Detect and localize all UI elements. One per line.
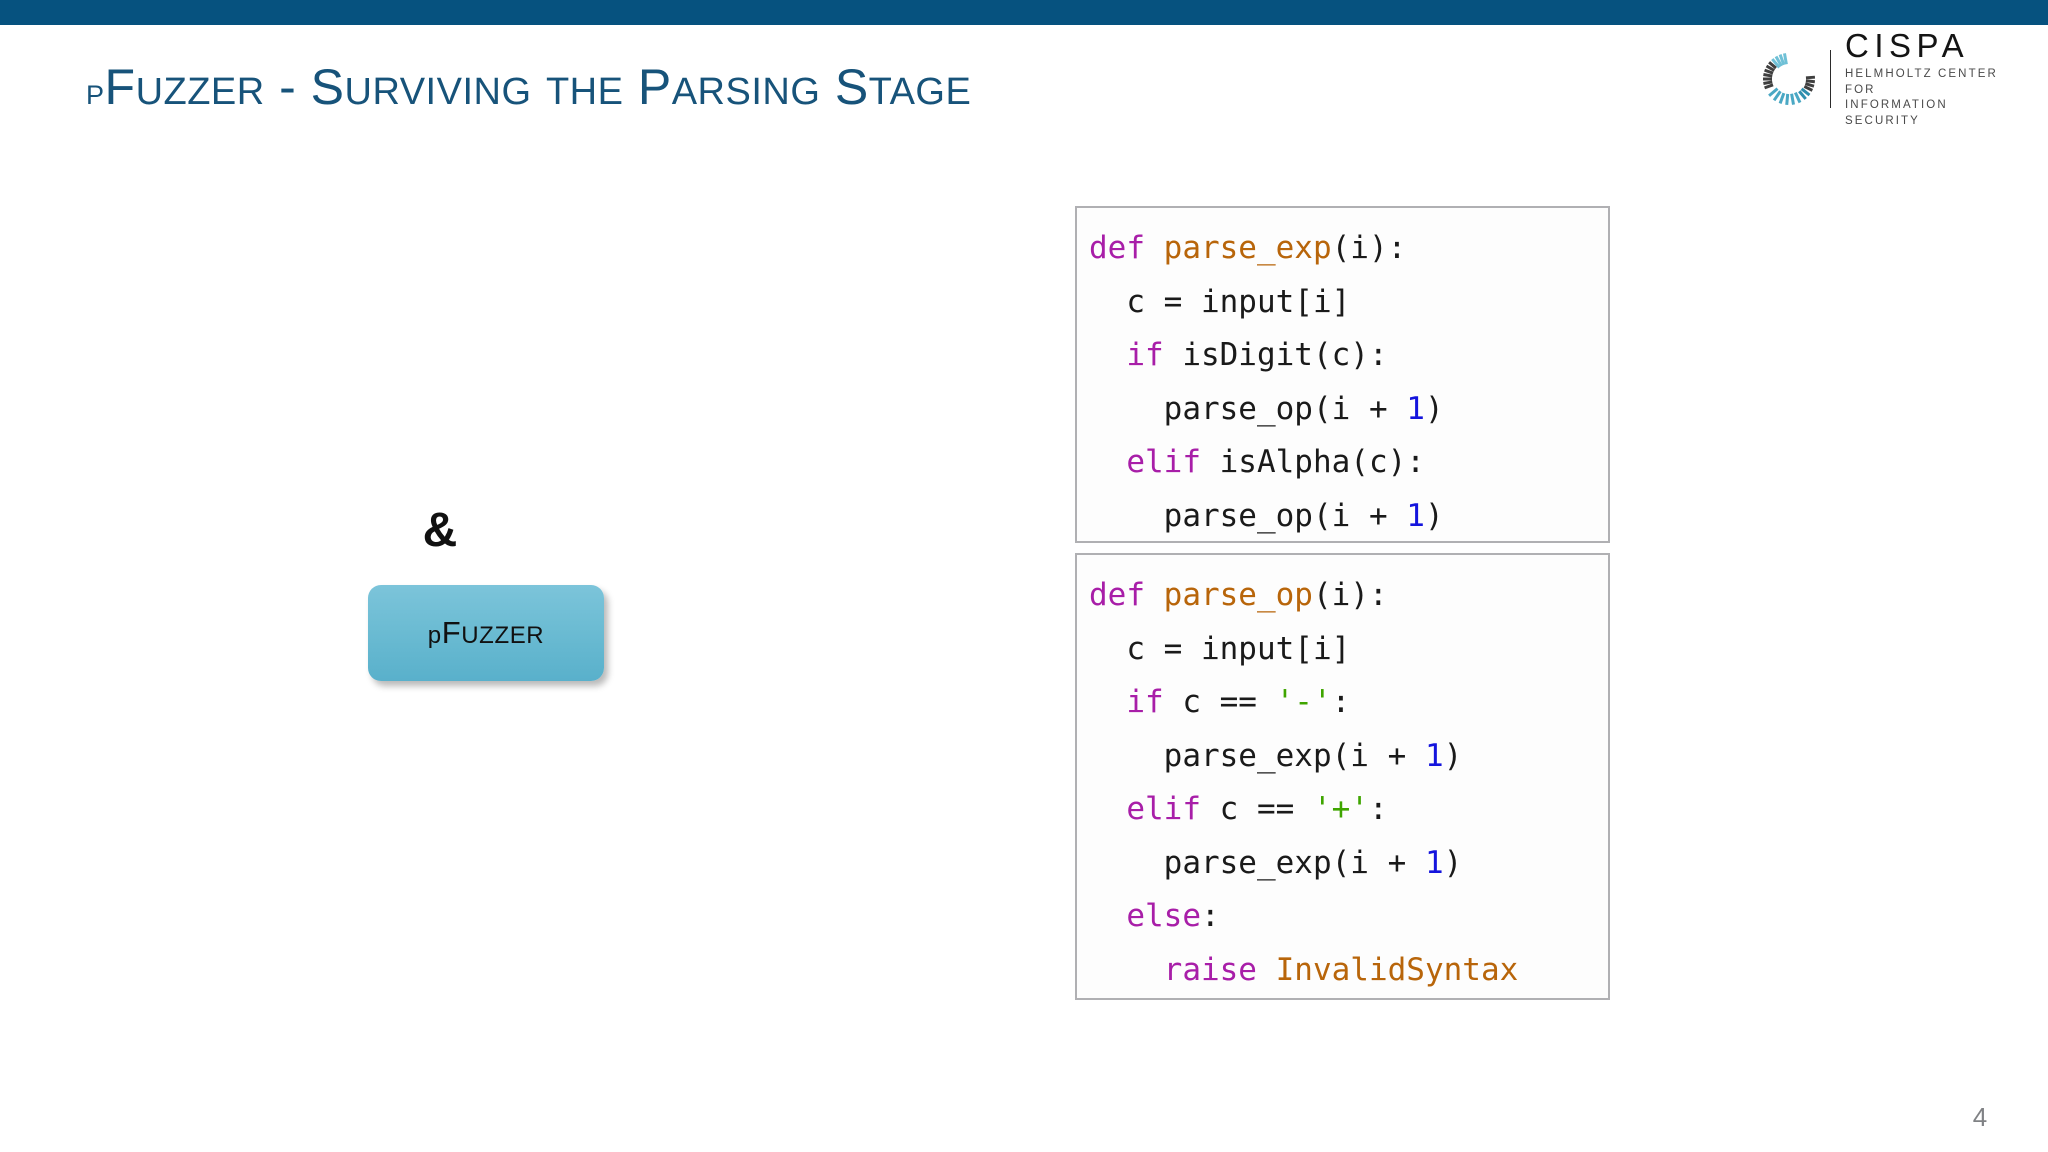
code-token-plain: (i): bbox=[1312, 577, 1388, 613]
code-token-plain bbox=[1089, 791, 1126, 827]
code-token-plain: parse_op(i + bbox=[1089, 390, 1407, 427]
code-block-parse-op: def parse_op(i): c = input[i] if c == '-… bbox=[1075, 553, 1610, 1000]
code-token-str: '+' bbox=[1312, 791, 1369, 827]
logo-text-group: CISPA HELMHOLTZ CENTER FOR INFORMATION S… bbox=[1845, 26, 2020, 130]
title-segment-4: S bbox=[310, 59, 345, 115]
title-segment-5: URVIVING bbox=[344, 71, 532, 113]
code-token-str: '-' bbox=[1275, 684, 1332, 720]
code-token-plain: (i): bbox=[1331, 230, 1407, 266]
code-token-plain: parse_exp(i + bbox=[1089, 737, 1425, 774]
code-token-kw: elif bbox=[1126, 444, 1201, 480]
code-token-kw: else bbox=[1126, 898, 1201, 934]
code-line: def parse_exp(i): bbox=[1077, 222, 1608, 276]
code-line: raise InvalidSyntax bbox=[1077, 944, 1608, 998]
code-token-plain: parse_exp(i + bbox=[1089, 844, 1425, 881]
code-token-kw: def bbox=[1089, 230, 1164, 266]
logo-subtitle-line2: INFORMATION SECURITY bbox=[1845, 99, 1948, 127]
title-segment-13: TAGE bbox=[868, 71, 972, 113]
code-token-plain: ) bbox=[1443, 844, 1463, 881]
code-token-num: 1 bbox=[1424, 844, 1444, 881]
code-token-kw: if bbox=[1126, 337, 1164, 373]
code-token-plain: c == bbox=[1200, 791, 1313, 827]
title-segment-0: p bbox=[86, 71, 105, 113]
title-segment-7: THE bbox=[545, 71, 624, 113]
title-segment-2: UZZER bbox=[135, 71, 265, 113]
code-token-kw: raise bbox=[1163, 951, 1276, 988]
logo-subtitle-line1: HELMHOLTZ CENTER FOR bbox=[1845, 68, 1998, 96]
title-segment-6 bbox=[532, 59, 546, 115]
title-segment-11 bbox=[820, 59, 834, 115]
code-token-plain: ) bbox=[1424, 497, 1444, 534]
code-line: if c == '-': bbox=[1077, 676, 1608, 730]
code-line: parse_op(i + 1) bbox=[1077, 383, 1608, 437]
ampersand-connector: & bbox=[422, 504, 458, 557]
title-segment-0: p bbox=[427, 622, 442, 649]
code-line: if isDigit(c): bbox=[1077, 329, 1608, 383]
pfuzzer-node-label: pFUZZER bbox=[428, 615, 545, 651]
code-line: parse_op(i + 1) bbox=[1077, 490, 1608, 544]
code-line: def parse_op(i): bbox=[1077, 569, 1608, 623]
code-block-parse-exp: def parse_exp(i): c = input[i] if isDigi… bbox=[1075, 206, 1610, 543]
title-segment-12: S bbox=[834, 59, 869, 115]
page-number: 4 bbox=[1972, 1102, 1988, 1132]
title-segment-1: F bbox=[441, 615, 462, 650]
code-token-fn: parse_op bbox=[1163, 577, 1313, 613]
code-token-plain: parse_op(i + bbox=[1089, 497, 1407, 534]
code-token-kw: def bbox=[1089, 577, 1164, 613]
code-token-kw: if bbox=[1126, 684, 1164, 720]
code-token-num: 1 bbox=[1406, 390, 1425, 427]
title-segment-2: UZZER bbox=[461, 622, 545, 649]
code-line: elif isAlpha(c): bbox=[1077, 436, 1608, 490]
code-token-num: 1 bbox=[1424, 737, 1444, 774]
code-token-exc: InvalidSyntax bbox=[1275, 951, 1519, 988]
top-accent-bar bbox=[0, 0, 2048, 25]
code-token-plain: isDigit(c): bbox=[1163, 337, 1388, 373]
code-token-plain bbox=[1089, 337, 1126, 373]
code-token-num: 1 bbox=[1406, 497, 1425, 534]
code-token-fn: parse_exp bbox=[1163, 230, 1332, 266]
code-token-plain bbox=[1089, 898, 1126, 934]
logo-wordmark: CISPA bbox=[1845, 26, 1970, 64]
title-segment-10: ARSING bbox=[671, 71, 821, 113]
code-line: c = input[i] bbox=[1077, 276, 1608, 330]
title-segment-9: P bbox=[637, 59, 672, 115]
code-line: c = input[i] bbox=[1077, 623, 1608, 677]
code-line: elif c == '+': bbox=[1077, 783, 1608, 837]
code-token-plain: c == bbox=[1163, 684, 1276, 720]
code-token-kw: elif bbox=[1126, 791, 1201, 827]
code-token-plain: ) bbox=[1443, 737, 1463, 774]
code-token-plain: : bbox=[1368, 791, 1388, 827]
code-token-plain bbox=[1089, 952, 1164, 988]
title-segment-1: F bbox=[104, 59, 136, 115]
page-title: pFUZZER - SURVIVING THE PARSING STAGE bbox=[86, 58, 971, 116]
pfuzzer-node[interactable]: pFUZZER bbox=[368, 585, 604, 681]
code-token-plain: ) bbox=[1424, 390, 1444, 427]
logo-divider bbox=[1830, 50, 1831, 108]
code-line: parse_exp(i + 1) bbox=[1077, 730, 1608, 784]
code-token-plain: : bbox=[1331, 684, 1351, 720]
title-segment-8 bbox=[623, 59, 637, 115]
code-token-plain: : bbox=[1200, 898, 1220, 934]
code-token-plain: c = input[i] bbox=[1089, 630, 1351, 667]
code-line: parse_exp(i + 1) bbox=[1077, 837, 1608, 891]
code-token-plain: isAlpha(c): bbox=[1200, 444, 1425, 480]
title-segment-3: - bbox=[264, 59, 311, 115]
code-token-plain bbox=[1089, 684, 1126, 720]
code-token-plain: c = input[i] bbox=[1089, 283, 1351, 320]
cispa-logo: CISPA HELMHOLTZ CENTER FOR INFORMATION S… bbox=[1758, 28, 2020, 127]
cispa-dashed-c-icon bbox=[1758, 48, 1820, 110]
code-token-plain bbox=[1089, 444, 1126, 480]
code-line: else: bbox=[1077, 890, 1608, 944]
